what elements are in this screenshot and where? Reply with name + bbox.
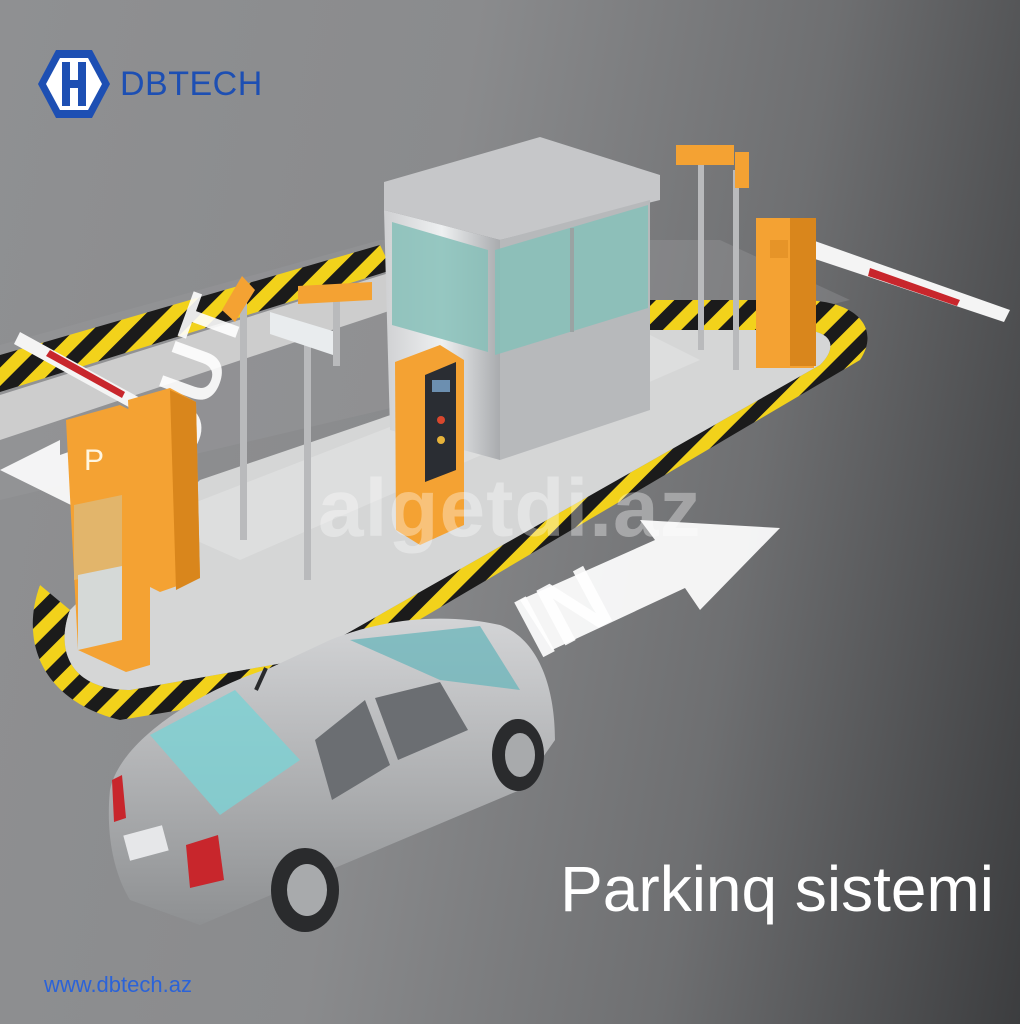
svg-text:P: P [84, 444, 104, 477]
ticket-machine [395, 345, 464, 545]
exit-barrier-gate [756, 218, 1010, 368]
toll-booth [384, 137, 660, 460]
camera-pole-front [222, 276, 372, 580]
upper-island [0, 245, 392, 440]
silver-car [108, 618, 555, 932]
entry-arrow [520, 520, 780, 650]
headline: Parkinq sistemi [560, 853, 994, 925]
brand-name: DBTECH [120, 64, 263, 103]
brand-logo: DBTECH [36, 46, 263, 122]
website-url[interactable]: www.dbtech.az [44, 972, 192, 997]
hexagon-db-logo-icon [38, 50, 110, 118]
camera-pole-back [676, 145, 749, 370]
watermark-text: algetdi.az [318, 463, 702, 554]
info-kiosk: P [66, 405, 150, 672]
